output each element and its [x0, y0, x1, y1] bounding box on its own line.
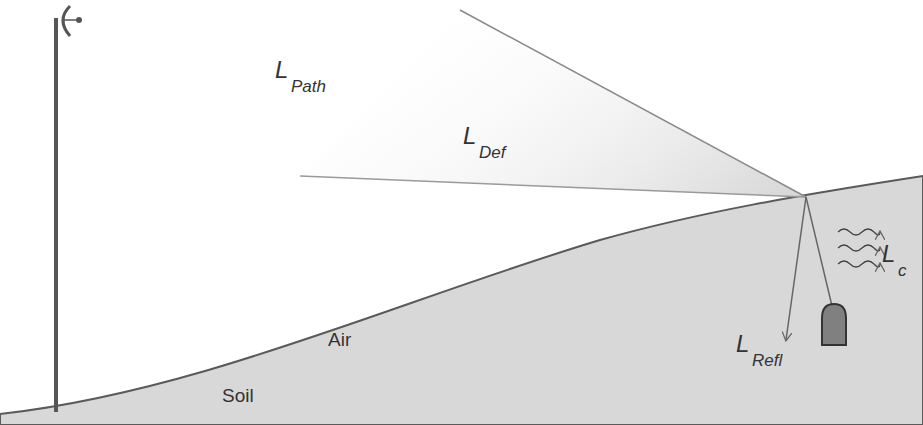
symbol-subscript: Refl: [752, 352, 782, 369]
symbol-subscript: Def: [479, 144, 505, 161]
symbol-letter: L: [736, 332, 749, 356]
symbol-subscript: Path: [291, 78, 326, 95]
medium-label: Air: [328, 330, 351, 349]
symbol-subscript: c: [898, 262, 907, 279]
medium-label: Soil: [222, 386, 254, 405]
symbol-letter: L: [275, 58, 288, 82]
symbol-letter: L: [463, 124, 476, 148]
symbol-letter: L: [882, 242, 895, 266]
